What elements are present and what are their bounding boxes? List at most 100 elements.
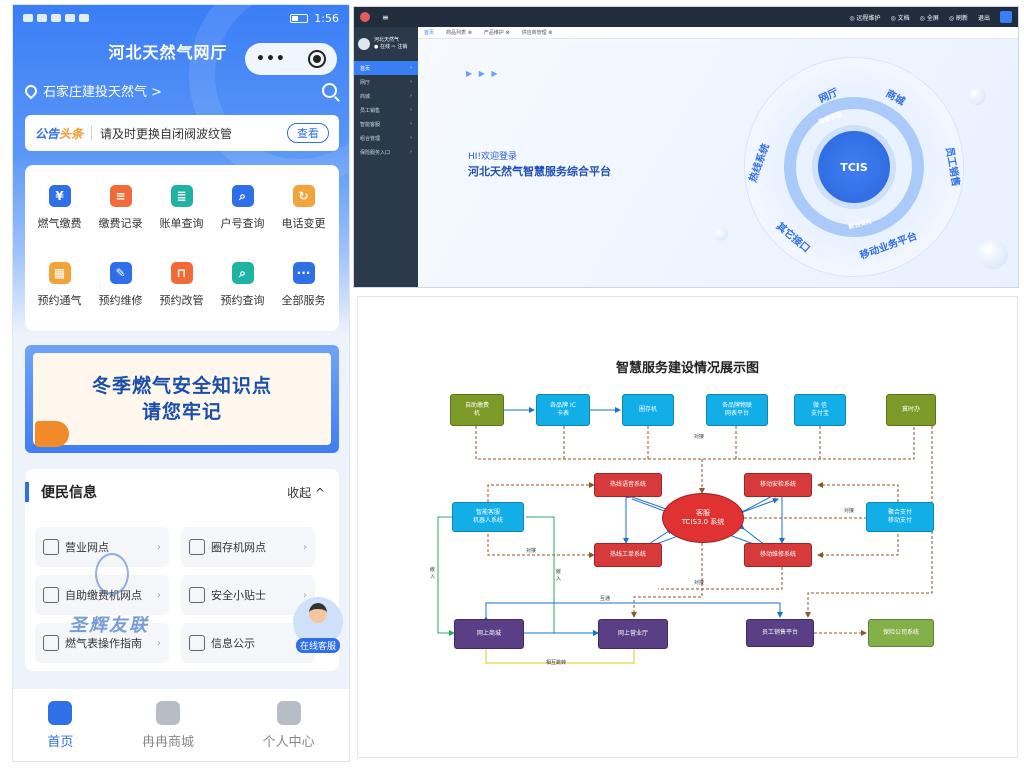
service-item-1[interactable]: ≡缴费记录	[90, 177, 151, 249]
service-item-2[interactable]: ≣账单查询	[151, 177, 212, 249]
service-label: 账单查询	[159, 217, 204, 230]
bottom-tab-bar: 首页 冉冉商城 个人中心	[13, 689, 349, 761]
service-item-6[interactable]: ✎预约维修	[90, 254, 151, 326]
service-item-9[interactable]: ···全部服务	[273, 254, 334, 326]
info-item-label: 信息公示	[211, 637, 255, 650]
info-item-3[interactable]: 安全小贴士›	[181, 575, 315, 615]
location-row: 石家庄建投天然气 >	[22, 81, 337, 100]
more-dots-icon[interactable]: •••	[256, 51, 286, 67]
notice-bar: 公告头条 请及时更换自闭阀波纹管 查看	[25, 115, 339, 151]
service-label: 预约通气	[37, 294, 82, 307]
account-icon: ⌕	[231, 185, 254, 207]
chevron-right-icon: ›	[410, 121, 412, 127]
admin-tabs: 首页 商品列表 ⊗ 产品维护 ⊗ 供应商管理 ⊗	[418, 27, 1018, 39]
customer-service-label: 在线客服	[295, 638, 340, 653]
info-item-5[interactable]: 信息公示›	[181, 623, 315, 663]
bag-icon	[155, 700, 180, 725]
home-icon	[48, 700, 73, 725]
node-mobile-repair: 移动维修系统	[744, 543, 812, 567]
receipt-icon: ≡	[109, 185, 132, 207]
admin-sidebar-item-5[interactable]: 组合管理›	[354, 131, 418, 145]
service-label: 预约改管	[159, 294, 204, 307]
admin-avatar-icon[interactable]	[1000, 11, 1012, 23]
edge-label-qianru-right: 嵌入	[556, 569, 562, 582]
service-item-8[interactable]: ⌕预约查询	[212, 254, 273, 326]
status-icons	[23, 14, 89, 22]
edge-label-duijie-right: 对接	[844, 508, 855, 514]
admin-tab-0[interactable]: 首页	[424, 30, 435, 36]
info-item-1[interactable]: 圈存机网点›	[181, 527, 315, 567]
chevron-right-icon: ›	[410, 93, 412, 99]
node-self-pay: 自助缴费机	[450, 394, 504, 426]
chevron-right-icon: ›	[410, 135, 412, 141]
architecture-diagram: 智慧服务建设情况展示图	[357, 296, 1018, 758]
service-grid: ¥燃气缴费≡缴费记录≣账单查询 ⌕ 户号查询 ↻电话变更 ▦ 预约通气 ✎预约维修 ⊓ 预约改管…	[25, 165, 339, 331]
node-hotline-voice: 热线语音系统	[594, 473, 662, 497]
info-item-label: 燃气表操作指南	[65, 637, 142, 650]
admin-action-3[interactable]: ◎ 刷新	[948, 14, 968, 22]
tab-1[interactable]: 冉冉商城	[142, 700, 194, 750]
banner-line-1: 冬季燃气安全知识点	[91, 375, 272, 397]
admin-tab-2[interactable]: 产品维护 ⊗	[483, 30, 510, 36]
admin-sidebar-item-0[interactable]: 首页›	[354, 61, 418, 75]
admin-sidebar: 河北天然气 ● 在线 ⇨ 注销 首页›网厅›商城›员工销售›智能客服›组合管理›…	[354, 27, 418, 287]
calendar-icon: ▦	[48, 262, 71, 284]
user-status[interactable]: ● 在线 ⇨ 注销	[374, 44, 408, 50]
admin-action-1[interactable]: ◎ 文档	[890, 14, 910, 22]
service-label: 户号查询	[220, 217, 265, 230]
admin-tab-1[interactable]: 商品列表 ⊗	[446, 30, 472, 36]
notice-text[interactable]: 请及时更换自闭阀波纹管	[100, 126, 233, 141]
collapse-toggle[interactable]: 收起 ^	[287, 485, 325, 500]
chevron-right-icon: ›	[410, 107, 412, 113]
admin-platform: ≡ ◎ 远程维护◎ 文档◎ 全屏◎ 刷新退出 河北天然气 ● 在线 ⇨ 注销 首…	[353, 6, 1019, 288]
mobile-app: 1:56 河北天然气网厅 ••• 石家庄建投天然气 > 公告头条 请及时更换自闭…	[12, 4, 350, 762]
service-label: 预约查询	[220, 294, 265, 307]
location-pin-icon	[22, 82, 40, 99]
info-card: 便民信息 收起 ^ 营业网点›圈存机网点›自助缴费机网点›安全小贴士›燃气表操作…	[25, 469, 339, 671]
info-item-label: 圈存机网点	[211, 541, 266, 554]
edge-label-duijie-mid: 对接	[694, 580, 705, 586]
safety-banner[interactable]: 冬季燃气安全知识点 请您牢记	[25, 345, 339, 453]
service-label: 电话变更	[281, 217, 326, 230]
status-time: 1:56	[314, 11, 339, 25]
service-item-3[interactable]: ⌕ 户号查询	[212, 177, 273, 249]
notice-view-button[interactable]: 查看	[287, 123, 329, 143]
admin-sidebar-item-6[interactable]: 保险服务入口›	[354, 145, 418, 159]
admin-sidebar-item-4[interactable]: 智能客服 ›	[354, 117, 418, 131]
edge-label-duijie-left: 对接	[526, 548, 537, 554]
node-wechat: 微 信支付宝	[794, 394, 846, 426]
admin-action-0[interactable]: ◎ 远程维护	[849, 14, 881, 22]
admin-sidebar-item-1[interactable]: 网厅›	[354, 75, 418, 89]
battery-icon	[290, 13, 309, 23]
app-title: 河北天然气网厅	[108, 43, 228, 62]
node-hall: 网上营业厅	[598, 619, 668, 649]
admin-tab-3[interactable]: 供应商管理 ⊗	[521, 30, 553, 36]
node-iot: 各品牌物联网表平台	[706, 394, 768, 426]
node-insurance: 保险公司系统	[868, 619, 934, 647]
close-target-icon[interactable]	[307, 50, 326, 68]
info-item-4[interactable]: 燃气表操作指南›	[35, 623, 169, 663]
wallet-icon: ¥	[48, 185, 71, 207]
repair-icon: ✎	[109, 262, 132, 284]
admin-sidebar-item-3[interactable]: 员工销售›	[354, 103, 418, 117]
customer-service-button[interactable]: 在线客服	[293, 597, 343, 653]
location-selector[interactable]: 石家庄建投天然气 >	[22, 81, 163, 100]
admin-action-4[interactable]: 退出	[977, 14, 990, 22]
search-icon[interactable]	[322, 83, 337, 98]
admin-main: ▶ ▶ ▶ HI!欢迎登录 河北天然气智慧服务综合平台 TCIS 网厅 商城 员…	[418, 39, 1018, 287]
pipe-icon: ⊓	[170, 262, 193, 284]
service-item-5[interactable]: ▦ 预约通气	[29, 254, 90, 326]
admin-action-2[interactable]: ◎ 全屏	[919, 14, 939, 22]
service-item-0[interactable]: ¥燃气缴费	[29, 177, 90, 249]
location-text: 石家庄建投天然气 >	[43, 85, 163, 100]
node-hotline-ticket: 热线工单系统	[594, 543, 662, 567]
tab-2[interactable]: 个人中心	[263, 700, 315, 750]
tab-0[interactable]: 首页	[47, 700, 73, 750]
admin-sidebar-item-2[interactable]: 商城›	[354, 89, 418, 103]
menu-toggle-icon[interactable]: ≡	[382, 12, 389, 22]
tcis-core: TCIS	[812, 125, 896, 209]
sidebar-item-label: 智能客服	[360, 121, 381, 128]
miniapp-capsule[interactable]: •••	[245, 43, 337, 75]
service-item-4[interactable]: ↻电话变更	[273, 177, 334, 249]
service-item-7[interactable]: ⊓ 预约改管	[151, 254, 212, 326]
